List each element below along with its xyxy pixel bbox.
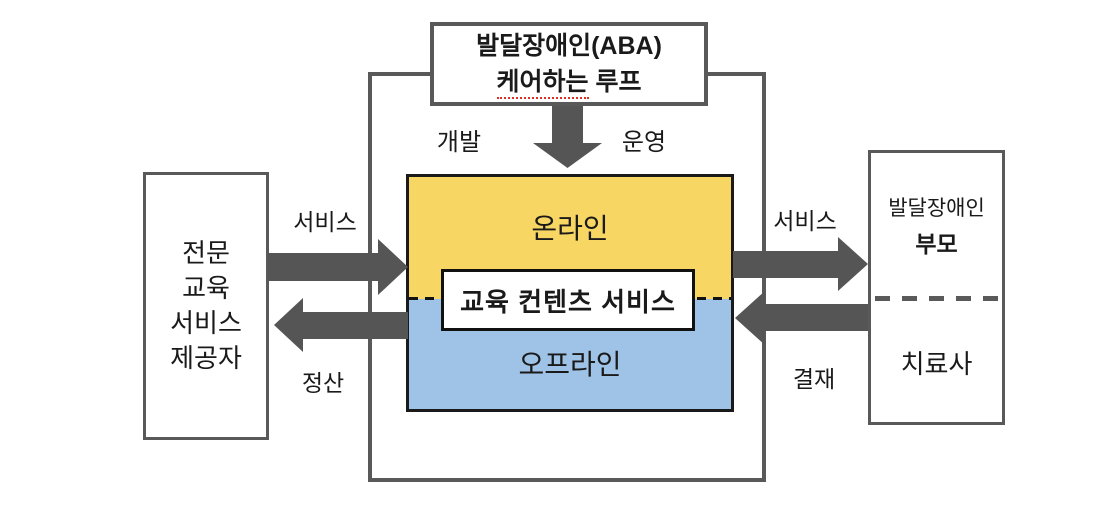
provider-line: 전문 [182,238,230,268]
parent-line2: 부모 [915,231,958,257]
title-line2: 케어하는 루프 [496,64,642,100]
online-label: 온라인 [531,213,609,244]
platform-box: 온라인 오프라인 교육 컨텐츠 서비스 [406,174,734,412]
service-label-left: 서비스 [293,209,357,235]
parent-line1: 발달장애인 [888,197,985,220]
title-box: 발달장애인(ABA) 케어하는 루프 [430,22,708,106]
title-line2-word1: 케어하는 [496,68,589,99]
parent-section: 발달장애인 부모 [871,153,1002,298]
settlement-label: 정산 [301,370,345,396]
education-content-service-box: 교육 컨텐츠 서비스 [441,269,695,331]
provider-line: 교육 [182,273,230,303]
provider-line: 제공자 [170,343,242,373]
title-line2-word2: 루프 [595,68,642,96]
parent-therapist-divider [875,296,998,301]
develop-label: 개발 [436,129,482,156]
payment-label: 결재 [792,366,836,392]
consumer-box: 발달장애인 부모 치료사 [868,150,1005,425]
provider-box: 전문 교육 서비스 제공자 [143,172,269,440]
provider-line: 서비스 [170,308,242,338]
operate-label: 운영 [621,129,667,156]
offline-label: 오프라인 [518,349,622,380]
title-line1: 발달장애인(ABA) [476,32,662,60]
service-label-right: 서비스 [773,208,837,234]
therapist-label: 치료사 [900,349,973,379]
